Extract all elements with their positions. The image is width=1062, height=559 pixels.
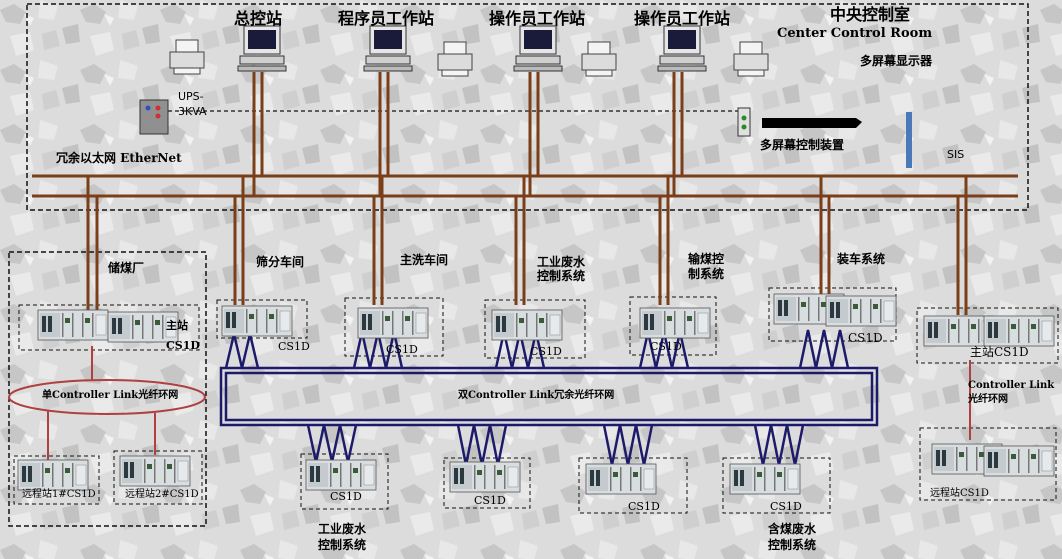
coal-yard-title: 储煤厂 — [108, 261, 145, 275]
remote-station-1: 远程站1#CS1D — [22, 489, 96, 500]
coal-yard-main-2: CS1D — [166, 339, 200, 352]
node-plc-main-wash: CS1D — [386, 343, 418, 356]
node-title-wastewater-2: 控制系统 — [537, 269, 586, 283]
remote-station-2: 远程站2#CS1D — [125, 489, 199, 500]
single-ring-label: 单Controller Link光纤环网 — [42, 390, 179, 401]
right-main-station: 主站CS1D — [970, 345, 1029, 359]
node-title-main-wash: 主洗车间 — [400, 253, 449, 267]
lower-plc-1: CS1D — [330, 490, 362, 503]
station-title-operator-1: 操作员工作站 — [489, 9, 586, 28]
node-title-coal-transport-2: 制系统 — [688, 267, 725, 281]
right-remote-station: 远程站CS1D — [930, 488, 989, 499]
station-title-master: 总控站 — [234, 9, 283, 28]
dual-ring-label: 双Controller Link冗余光纤环网 — [458, 390, 615, 401]
lower-title-wastewater-1: 工业废水 — [318, 522, 367, 536]
control-room-title-en: Center Control Room — [777, 26, 933, 41]
lower-plc-4: CS1D — [770, 500, 802, 513]
node-title-screening: 筛分车间 — [256, 255, 305, 269]
node-plc-coal-transport: CS1D — [650, 340, 682, 353]
node-plc-screening: CS1D — [278, 340, 310, 353]
lower-title-coal-wastewater-1: 含煤废水 — [768, 522, 817, 536]
sis-label: SIS — [947, 148, 965, 161]
right-ring-label-2: 光纤环网 — [968, 394, 1008, 405]
node-title-wastewater-1: 工业废水 — [537, 255, 586, 269]
node-title-loading: 装车系统 — [837, 252, 886, 266]
lower-plc-2: CS1D — [474, 494, 506, 507]
right-ring-label-1: Controller Link — [968, 380, 1055, 391]
lower-plc-3: CS1D — [628, 500, 660, 513]
node-plc-wastewater: CS1D — [530, 345, 562, 358]
ups-label-1: UPS- — [178, 90, 204, 103]
station-title-programmer: 程序员工作站 — [338, 9, 435, 28]
coal-yard-main-1: 主站 — [166, 319, 188, 332]
control-room-title: 中央控制室 — [830, 5, 911, 24]
node-plc-loading: CS1D — [848, 331, 883, 345]
ups-label-2: 3KVA — [178, 105, 207, 118]
ethernet-label: 冗余以太网 EtherNet — [56, 151, 182, 165]
node-title-coal-transport-1: 输煤控 — [688, 252, 725, 266]
station-title-operator-2: 操作员工作站 — [634, 9, 731, 28]
multi-screen-label: 多屏幕显示器 — [860, 54, 933, 68]
lower-title-wastewater-2: 控制系统 — [318, 538, 367, 552]
multi-screen-ctrl-label: 多屏幕控制装置 — [760, 138, 845, 152]
lower-title-coal-wastewater-2: 控制系统 — [768, 538, 817, 552]
